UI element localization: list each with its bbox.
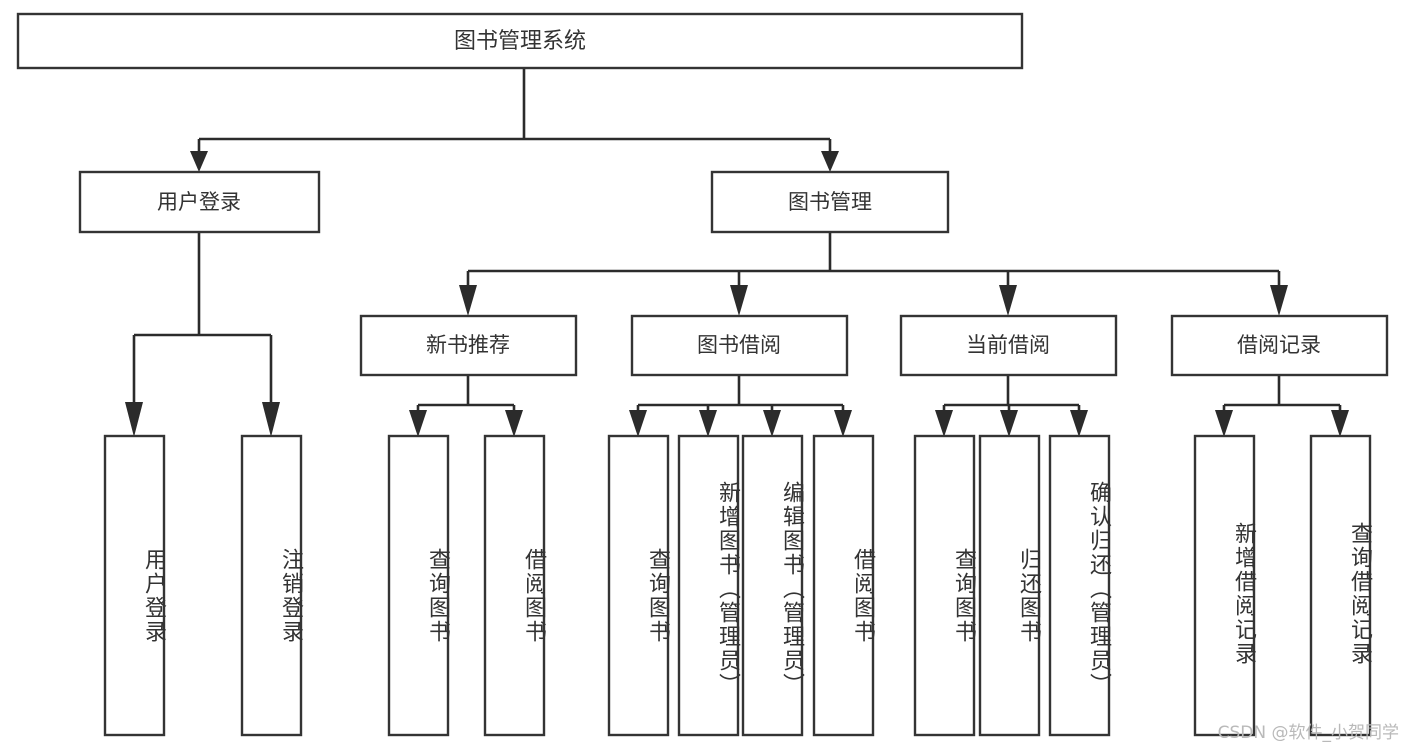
- arrowhead-icon: [699, 410, 717, 437]
- watermark-text: CSDN @软件_小贺同学: [1217, 723, 1399, 743]
- connector-currentborrow-to-leaves: [935, 375, 1088, 437]
- leaf-boxes-borrow-record: [1193, 434, 1372, 737]
- connector-userlogin-to-leaves: [125, 232, 280, 437]
- node-book-manage-box[interactable]: [710, 170, 950, 234]
- node-new-book-recommend[interactable]: 新书推荐: [359, 314, 578, 377]
- arrowhead-icon: [1331, 410, 1349, 437]
- leaf-box[interactable]: [103, 434, 166, 737]
- node-book-manage[interactable]: 图书管理: [710, 170, 950, 234]
- leaf-box[interactable]: [812, 434, 875, 737]
- node-borrow-record-box[interactable]: [1170, 314, 1389, 377]
- node-book-manage-label: 图书管理: [788, 190, 872, 214]
- connector-borrowrecord-to-leaves: [1215, 375, 1349, 437]
- leaf-box[interactable]: [483, 434, 546, 737]
- arrowhead-icon: [999, 285, 1017, 316]
- node-root-label: 图书管理系统: [454, 29, 586, 54]
- connector-newbook-to-leaves: [409, 375, 523, 437]
- node-user-login-box[interactable]: [78, 170, 321, 234]
- node-book-borrow[interactable]: 图书借阅: [630, 314, 849, 377]
- arrowhead-icon: [730, 285, 748, 316]
- arrowhead-icon: [1270, 285, 1288, 316]
- node-root-system[interactable]: 图书管理系统: [16, 12, 1024, 70]
- leaf-box[interactable]: [913, 434, 976, 737]
- node-root-box[interactable]: [16, 12, 1024, 70]
- node-borrow-record-label: 借阅记录: [1237, 333, 1321, 357]
- node-current-borrow-box[interactable]: [899, 314, 1118, 377]
- arrowhead-icon: [459, 285, 477, 316]
- node-current-borrow[interactable]: 当前借阅: [899, 314, 1118, 377]
- arrowhead-icon: [262, 402, 280, 437]
- leaf-box[interactable]: [387, 434, 450, 737]
- leaf-boxes-new-book-recommend: [387, 434, 546, 737]
- node-borrow-record[interactable]: 借阅记录: [1170, 314, 1389, 377]
- connector-root-to-level1: [190, 68, 839, 172]
- arrowhead-icon: [821, 151, 839, 172]
- arrowhead-icon: [505, 410, 523, 437]
- arrowhead-icon: [1070, 410, 1088, 437]
- leaf-box[interactable]: [677, 434, 740, 737]
- arrowhead-icon: [409, 410, 427, 437]
- node-new-book-recommend-label: 新书推荐: [426, 333, 510, 357]
- leaf-box[interactable]: [978, 434, 1041, 737]
- arrowhead-icon: [935, 410, 953, 437]
- node-current-borrow-label: 当前借阅: [966, 333, 1050, 357]
- node-book-borrow-label: 图书借阅: [697, 333, 781, 357]
- arrowhead-icon: [763, 410, 781, 437]
- leaf-boxes-current-borrow: [913, 434, 1111, 737]
- leaf-box[interactable]: [1193, 434, 1256, 737]
- leaf-box[interactable]: [240, 434, 303, 737]
- leaf-boxes-user-login: [103, 434, 303, 737]
- arrowhead-icon: [125, 402, 143, 437]
- node-book-borrow-box[interactable]: [630, 314, 849, 377]
- leaf-box[interactable]: [607, 434, 670, 737]
- arrowhead-icon: [834, 410, 852, 437]
- connector-bookborrow-to-leaves: [629, 375, 852, 437]
- leaf-box[interactable]: [1048, 434, 1111, 737]
- node-new-book-recommend-box[interactable]: [359, 314, 578, 377]
- connector-bookmanage-to-level2: [459, 232, 1288, 316]
- node-user-login[interactable]: 用户登录: [78, 170, 321, 234]
- arrowhead-icon: [1000, 410, 1018, 437]
- leaf-box[interactable]: [741, 434, 804, 737]
- arrowhead-icon: [629, 410, 647, 437]
- arrowhead-icon: [190, 151, 208, 172]
- leaf-boxes-book-borrow: [607, 434, 875, 737]
- leaf-box[interactable]: [1309, 434, 1372, 737]
- node-user-login-label: 用户登录: [157, 190, 241, 214]
- arrowhead-icon: [1215, 410, 1233, 437]
